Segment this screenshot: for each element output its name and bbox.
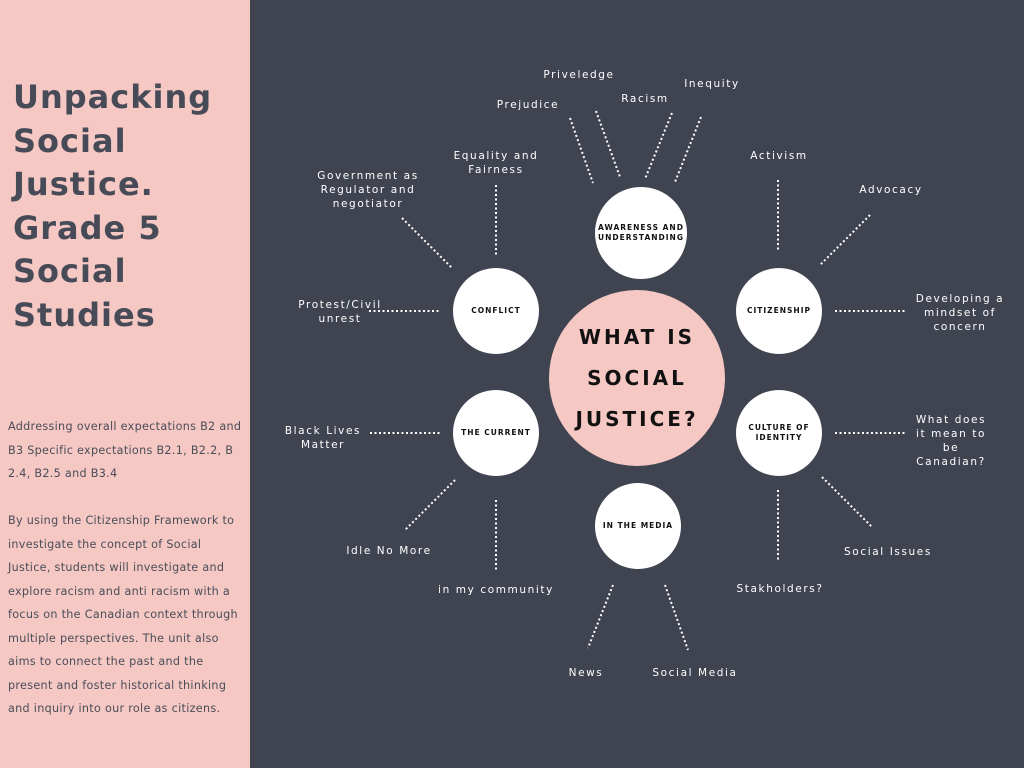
connector-line	[404, 479, 456, 531]
title-line: Social	[13, 121, 127, 160]
label-equality: Equality and Fairness	[453, 150, 539, 176]
connector-line	[569, 117, 594, 184]
node-awareness: AWARENESS AND UNDERSTANDING	[595, 187, 687, 279]
expectations-text: Addressing overall expectations B2 and B…	[8, 420, 242, 480]
connector-line	[674, 116, 702, 183]
label-prejudice: Prejudice	[496, 99, 560, 111]
label-priveledge: Priveledge	[543, 69, 615, 81]
label-idle-no-more: Idle No More	[346, 545, 432, 557]
label-racism: Racism	[621, 93, 669, 105]
node-in-the-media: IN THE MEDIA	[595, 483, 681, 569]
label-activism: Activism	[750, 150, 808, 162]
node-citizenship: CITIZENSHIP	[736, 268, 822, 354]
label-social-issues: Social Issues	[844, 546, 932, 558]
title-line: Unpacking	[13, 78, 213, 116]
connector-line	[664, 584, 689, 651]
node-conflict: CONFLICT	[453, 268, 539, 354]
page-title: Unpacking Social Justice. Grade 5 Social…	[13, 76, 212, 337]
title-line: Grade 5	[13, 208, 162, 247]
label-government: Government as Regulator and negotiator	[317, 170, 419, 210]
connector-line	[821, 476, 873, 528]
title-line: Justice.	[13, 165, 154, 203]
node-the-current: THE CURRENT	[453, 390, 539, 476]
label-canadian: What does it mean to be Canadian?	[915, 414, 987, 468]
label-advocacy: Advocacy	[859, 184, 923, 196]
title-line: Studies	[13, 295, 156, 334]
label-social-media: Social Media	[652, 667, 738, 679]
connector-line	[587, 584, 614, 649]
label-developing: Developing a mindset of concern	[915, 293, 1005, 333]
label-stakholders: Stakholders?	[736, 583, 824, 595]
connector-line	[595, 110, 621, 178]
sidebar-panel: Unpacking Social Justice. Grade 5 Social…	[0, 0, 250, 768]
label-community: in my community	[438, 584, 554, 596]
node-culture-of-identity: CULTURE OF IDENTITY	[736, 390, 822, 476]
connector-line	[644, 112, 673, 180]
title-line: Social	[13, 252, 127, 290]
label-news: News	[568, 667, 604, 679]
label-black-lives-matter: Black Lives Matter	[284, 425, 362, 451]
label-inequity: Inequity	[684, 78, 740, 90]
connector-line	[401, 217, 453, 269]
label-protest: Protest/Civil unrest	[298, 299, 382, 325]
central-question: WHAT IS SOCIAL JUSTICE?	[549, 290, 725, 466]
description-text: By using the Citizenship Framework to in…	[8, 514, 238, 715]
connector-line	[819, 214, 871, 266]
